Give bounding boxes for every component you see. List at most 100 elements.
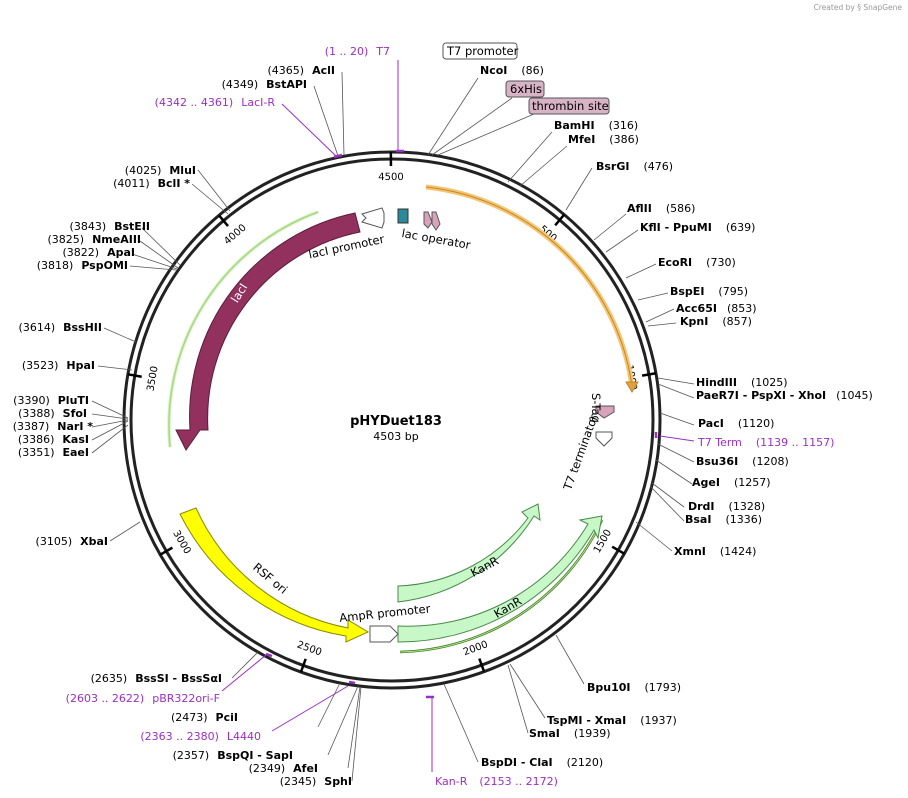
credit-brand: SnapGene: [863, 3, 902, 12]
svg-text:BspEI(795): BspEI (795): [670, 285, 748, 298]
enzyme-position: (1120): [738, 417, 775, 430]
enzyme-position: (3390): [13, 394, 50, 407]
svg-text:(3825)NmeAIII: (3825) NmeAIII: [48, 233, 142, 246]
svg-text:AgeI(1257): AgeI(1257): [692, 476, 771, 489]
primer-name: pBR322ori-F: [152, 692, 220, 705]
his-tag-feature: [423, 211, 433, 229]
enzyme-position: (853): [727, 302, 757, 315]
enzyme-name: Bsu36I: [696, 455, 738, 468]
enzyme-position: (3843): [70, 220, 107, 233]
primer-range: (1139 .. 1157): [756, 436, 835, 449]
svg-text:DrdI(1328): DrdI (1328): [688, 500, 765, 513]
enzyme-name: PciI: [216, 711, 238, 724]
enzyme-position: (1045): [836, 389, 873, 402]
primer-range: (4342 .. 4361): [155, 96, 234, 109]
enzyme-name: HpaI: [66, 359, 95, 372]
enzyme-name: EaeI: [63, 446, 90, 459]
label-leaders: [91, 71, 695, 782]
thrombin-feature: [431, 211, 441, 231]
enzyme-position: (1937): [640, 714, 677, 727]
enzyme-name: BssHII: [63, 321, 102, 334]
svg-text:(3523)HpaI: (3523) HpaI: [22, 359, 95, 372]
t7-terminator-label: T7 terminator: [560, 412, 601, 492]
svg-text:(3614)BssHII: (3614)BssHII: [19, 321, 102, 334]
enzyme-position: (4011): [113, 177, 150, 190]
enzyme-name: PluTI: [58, 394, 89, 407]
enzyme-position: (2349): [249, 762, 286, 775]
enzyme-name: KasI: [62, 433, 89, 446]
enzyme-name: BspEI: [670, 285, 704, 298]
t7-terminator-feature: [595, 431, 613, 447]
svg-text:(4349)BstAPI: (4349)BstAPI: [222, 78, 307, 91]
his-tag-box: [505, 80, 545, 98]
svg-text:(4025)MluI: (4025)MluI: [125, 164, 196, 177]
enzyme-position: (3351): [18, 446, 55, 459]
svg-text:XmnI(1424): XmnI(1424): [674, 545, 756, 558]
svg-text:(3387)NarI *: (3387) NarI *: [13, 420, 94, 433]
enzyme-position: (3822): [63, 246, 100, 259]
primer-range: (2363 .. 2380): [140, 730, 219, 743]
enzyme-position: (3825): [48, 233, 85, 246]
primer-name: Kan-R: [435, 775, 468, 788]
enzyme-position: (3523): [22, 359, 59, 372]
enzyme-position: (2345): [280, 775, 317, 788]
bp-tick-label: 3500: [145, 365, 160, 392]
enzyme-position: (4365): [268, 64, 305, 77]
enzyme-position: (1328): [729, 500, 766, 513]
enzyme-name: PspOMI: [81, 259, 128, 272]
bp-tick-mark: [478, 658, 486, 673]
enzyme-position: (730): [706, 256, 736, 269]
svg-text:KpnI(857): KpnI(857): [680, 315, 752, 328]
enzyme-name: AclI: [312, 64, 335, 77]
plasmid-size: 4503 bp: [373, 430, 418, 443]
enzyme-labels-left: (4365) AclI (4349)BstAPI (4025)MluI (4011…: [13, 64, 352, 788]
lacI-promoter-feature: [361, 207, 385, 229]
bp-tick-label: 3000: [170, 529, 192, 557]
enzyme-position: (3386): [18, 433, 55, 446]
enzyme-name: AgeI: [692, 476, 720, 489]
bp-tick-label: 4000: [222, 222, 249, 247]
enzyme-position: (4025): [125, 164, 162, 177]
t7-promoter-box-label: T7 promoter: [446, 44, 519, 58]
enzyme-name: AfeI: [293, 762, 318, 775]
mcs-arc: [425, 184, 635, 387]
enzyme-name: AflII: [627, 202, 652, 215]
ampr-promoter-label: AmpR promoter: [339, 601, 432, 625]
enzyme-name: BstEII: [114, 220, 150, 233]
svg-text:Acc65I(853): Acc65I (853): [676, 302, 757, 315]
enzyme-position: (2120): [567, 756, 604, 769]
enzyme-labels-right: NcoI(86) BamHI(316) MfeI(386) BsrGI(476)…: [480, 64, 873, 769]
enzyme-name: SphI: [324, 775, 352, 788]
bp-tick-label: 4500: [378, 172, 403, 183]
enzyme-name: NarI *: [57, 420, 93, 433]
his-tag-box-label: 6xHis: [510, 82, 542, 96]
enzyme-name: XbaI: [80, 535, 108, 548]
kanr-outer-feature: [397, 515, 603, 643]
kanr-inner-feature: [397, 503, 541, 603]
svg-text:BspDI - ClaI(2120): BspDI - ClaI(2120): [481, 756, 603, 769]
enzyme-position: (1939): [574, 727, 611, 740]
enzyme-position: (795): [718, 285, 748, 298]
primer-name: T7 Term: [697, 436, 742, 449]
enzyme-name: BssSI - BssSαI: [135, 672, 222, 685]
svg-text:(2349)AfeI: (2349) AfeI: [249, 762, 318, 775]
bp-tick-mark: [611, 545, 625, 555]
enzyme-position: (386): [609, 133, 639, 146]
svg-text:SmaI(1939): SmaI(1939): [529, 727, 610, 740]
svg-text:(3843)BstEII: (3843) BstEII: [70, 220, 150, 233]
svg-text:T7 Term(1139 .. 1157): T7 Term (1139 .. 1157): [697, 436, 834, 449]
enzyme-name: NmeAIII: [92, 233, 141, 246]
rsf-ori-feature: [179, 507, 370, 643]
enzyme-name: NcoI: [480, 64, 507, 77]
bp-tick-mark: [299, 658, 307, 673]
svg-text:AflII(586): AflII(586): [627, 202, 695, 215]
enzyme-position: (1025): [751, 376, 788, 389]
enzyme-name: BstAPI: [266, 78, 307, 91]
lacI-feature: [175, 212, 361, 451]
enzyme-name: Acc65I: [676, 302, 717, 315]
enzyme-position: (3387): [13, 420, 50, 433]
enzyme-name: TspMI - XmaI: [547, 714, 626, 727]
t7-promoter-box: [442, 42, 518, 60]
enzyme-name: DrdI: [688, 500, 715, 513]
bp-tick-mark: [554, 213, 566, 227]
